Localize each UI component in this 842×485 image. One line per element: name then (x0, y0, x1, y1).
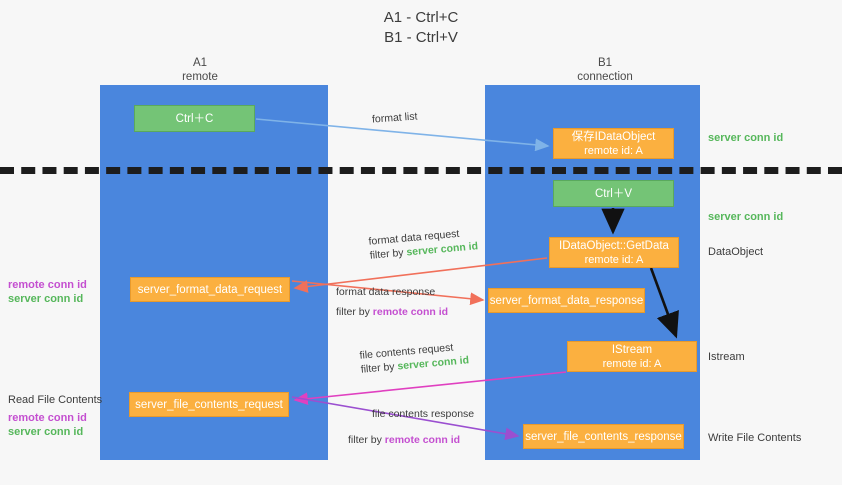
node-istream-title: IStream (611, 343, 653, 356)
filter-value-remote-conn-id: remote conn id (372, 306, 449, 318)
page-title: A1 - Ctrl+C B1 - Ctrl+V (0, 8, 842, 48)
column-a1-name: A1 (192, 57, 208, 69)
filter-value-remote-conn-id: remote conn id (384, 434, 461, 446)
annotation-remote-conn-id: remote conn id (8, 279, 87, 291)
annotation-server-conn-id-mid: server conn id (708, 211, 784, 223)
clipboard-boundary-divider (0, 167, 842, 174)
edge-label-format-data-response-filter: filter by remote conn id (336, 305, 448, 319)
annotation-remote-conn-id: remote conn id (8, 412, 87, 424)
annotation-server-conn-id: server conn id (8, 426, 84, 438)
edge-label-file-contents-response-filter: filter by remote conn id (348, 433, 460, 447)
filter-prefix: filter by (360, 360, 398, 376)
edge-label-format-data-response-text: format data response (336, 286, 436, 298)
node-server-format-data-request[interactable]: server_format_data_request (130, 277, 290, 302)
node-idataobject-getdata[interactable]: IDataObject::GetData remote id: A (549, 237, 679, 268)
column-b1-name: B1 (597, 57, 613, 69)
title-line-2: B1 - Ctrl+V (384, 29, 458, 46)
filter-prefix: filter by (336, 306, 373, 318)
edge-label-file-contents-response: file contents response (372, 407, 474, 421)
annotation-dataobject: DataObject (708, 246, 764, 258)
node-save-idataobject[interactable]: 保存IDataObject remote id: A (553, 128, 674, 159)
node-server-format-data-request-label: server_format_data_request (137, 283, 283, 296)
annotation-left-conn-ids-top: remote conn id server conn id (8, 278, 87, 306)
node-server-file-contents-request-label: server_file_contents_request (135, 398, 283, 411)
node-istream[interactable]: IStream remote id: A (567, 341, 697, 372)
node-ctrl-c-label: Ctrl＋C (175, 112, 214, 125)
column-b1-role: connection (577, 71, 633, 83)
node-istream-remote-id: remote id: A (602, 357, 662, 370)
node-ctrl-v-label: Ctrl＋V (594, 187, 633, 200)
node-server-format-data-response-label: server_format_data_response (489, 294, 644, 307)
column-header-a1: A1 remote (130, 56, 270, 84)
edge-label-format-list-text: format list (371, 110, 418, 126)
node-server-file-contents-response-label: server_file_contents_response (525, 430, 682, 443)
annotation-server-conn-id-top: server conn id (708, 132, 784, 144)
node-getdata-remote-id: remote id: A (584, 253, 644, 266)
edge-label-format-data-request: format data request filter by server con… (368, 225, 479, 262)
title-line-1: A1 - Ctrl+C (383, 9, 459, 26)
edge-label-format-list: format list (372, 109, 418, 126)
annotation-server-conn-id: server conn id (8, 293, 84, 305)
node-save-idataobject-title: 保存IDataObject (571, 130, 656, 143)
edge-label-format-data-response: format data response (336, 285, 435, 299)
edge-label-file-contents-request: file contents request filter by server c… (359, 339, 470, 376)
column-a1-role: remote (182, 71, 218, 83)
node-server-format-data-response[interactable]: server_format_data_response (488, 288, 645, 313)
node-save-idataobject-remote-id: remote id: A (584, 144, 643, 157)
node-ctrl-v[interactable]: Ctrl＋V (553, 180, 674, 207)
annotation-left-read-file-contents-group: Read File Contents remote conn id server… (8, 393, 102, 439)
node-getdata-title: IDataObject::GetData (559, 239, 669, 252)
node-ctrl-c[interactable]: Ctrl＋C (134, 105, 255, 132)
annotation-read-file-contents: Read File Contents (8, 394, 103, 406)
column-header-b1: B1 connection (525, 56, 685, 84)
filter-prefix: filter by (369, 246, 407, 262)
node-server-file-contents-request[interactable]: server_file_contents_request (129, 392, 289, 417)
filter-prefix: filter by (348, 434, 385, 446)
annotation-istream: Istream (708, 351, 745, 363)
node-server-file-contents-response[interactable]: server_file_contents_response (523, 424, 684, 449)
annotation-write-file-contents: Write File Contents (708, 432, 802, 444)
edge-label-file-contents-response-text: file contents response (372, 408, 475, 420)
